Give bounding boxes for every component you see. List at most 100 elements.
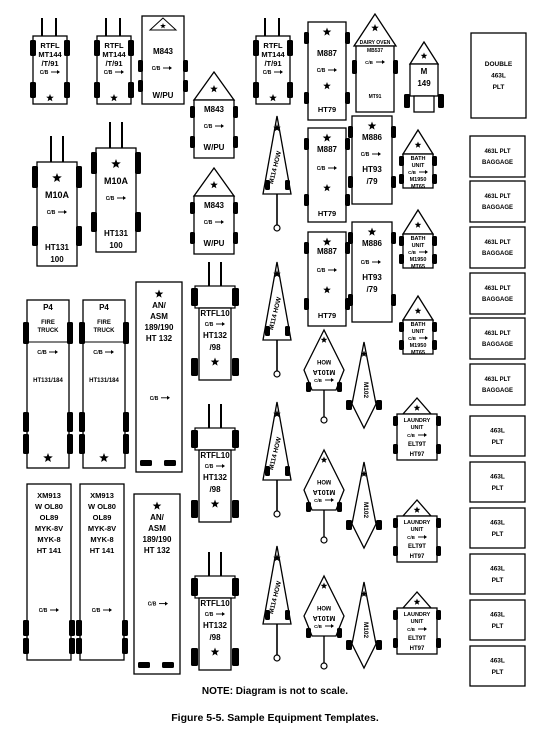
tire	[285, 180, 290, 190]
center-of-balance-label: C/B	[40, 70, 49, 76]
label-text: LAUNDRY	[404, 520, 431, 526]
arrow-head	[334, 68, 337, 72]
tire	[233, 106, 238, 118]
center-of-balance-label: C/B	[361, 260, 370, 266]
tire	[123, 412, 129, 432]
arrow-head	[222, 612, 225, 616]
label-text: M102	[362, 502, 369, 519]
label-text: M887	[317, 49, 338, 58]
label-text: HT 132	[146, 334, 173, 343]
star-marker	[323, 82, 331, 90]
body-outline	[396, 413, 438, 461]
label-text: LAUNDRY	[404, 612, 431, 618]
label-text: XM913	[90, 491, 114, 500]
tire	[345, 32, 350, 44]
star-marker	[210, 647, 220, 656]
label-text: PLT	[492, 577, 504, 584]
label-text: W/PU	[204, 239, 225, 248]
tire	[76, 226, 82, 246]
body-outline	[193, 195, 235, 255]
tire	[306, 628, 311, 638]
tire	[436, 416, 441, 426]
tire	[304, 138, 309, 150]
star-marker	[160, 23, 166, 29]
center-of-balance-label: C/B	[407, 433, 416, 438]
label-text: M1950	[410, 257, 427, 263]
arrow-head	[382, 60, 385, 64]
label-text: HT132	[203, 473, 228, 482]
tire	[183, 60, 188, 72]
label-text: RTFL	[40, 41, 60, 50]
tire	[337, 502, 342, 512]
star-marker	[414, 307, 422, 314]
star-marker	[154, 289, 164, 298]
star-marker	[110, 94, 118, 102]
label-text: /T/91	[41, 59, 58, 68]
arrow-head	[222, 322, 225, 326]
label-text: M843	[204, 201, 225, 210]
label-text: PLT	[492, 531, 504, 538]
label-text: MT91	[369, 94, 382, 100]
center-of-balance-label: C/B	[317, 166, 326, 172]
tire	[399, 322, 404, 332]
label-text: 463L	[490, 565, 505, 572]
tire	[232, 358, 239, 376]
center-of-balance-label: C/B	[407, 535, 416, 540]
tongue-box	[413, 95, 435, 113]
tire	[191, 578, 198, 596]
tire	[345, 194, 350, 206]
arrow-head	[56, 608, 59, 612]
star-marker	[320, 456, 328, 463]
label-text: LAUNDRY	[404, 418, 431, 424]
label-text: XM913	[37, 491, 61, 500]
body-outline	[307, 21, 347, 121]
label-text: MT65	[411, 350, 425, 356]
tire	[79, 322, 85, 344]
howitzer-outline	[351, 341, 377, 430]
label-text: /79	[366, 285, 378, 294]
label-text: /T/91	[105, 59, 122, 68]
tire	[23, 434, 29, 454]
howitzer-outline	[351, 461, 377, 550]
star-marker	[52, 173, 62, 182]
mast-frame	[194, 285, 236, 309]
label-text: HT131	[104, 229, 129, 238]
tire	[304, 32, 309, 44]
tire	[190, 106, 195, 118]
tire	[232, 430, 239, 448]
label-text: M843	[204, 105, 225, 114]
pallet-463l-template: 463L PLT	[469, 553, 526, 595]
tire	[352, 60, 357, 74]
star-marker	[371, 24, 379, 32]
lunette-ring	[320, 536, 328, 544]
tire	[436, 546, 441, 556]
tire	[191, 288, 198, 306]
center-of-balance-label: C/B	[39, 608, 48, 614]
lunette-ring	[320, 662, 328, 670]
center-of-balance-label: C/B	[361, 152, 370, 158]
label-text: /98	[209, 633, 221, 642]
center-of-balance-label: C/B	[317, 268, 326, 274]
tire	[346, 520, 352, 530]
label-text: 463L PLT	[484, 331, 510, 337]
tire	[232, 500, 239, 518]
tire	[348, 126, 353, 138]
tire	[232, 648, 239, 666]
star-marker	[320, 582, 328, 589]
hood-triangle	[148, 17, 178, 31]
star-marker	[360, 470, 368, 477]
body-outline	[255, 35, 291, 105]
label-text: HT131/184	[33, 378, 63, 384]
body-outline	[409, 63, 439, 97]
tire	[23, 620, 29, 636]
tire	[76, 166, 82, 188]
star-marker	[322, 237, 332, 246]
label-text: FIRE	[97, 320, 111, 326]
label-text: HT97	[410, 554, 425, 560]
label-text: HT97	[410, 452, 425, 458]
